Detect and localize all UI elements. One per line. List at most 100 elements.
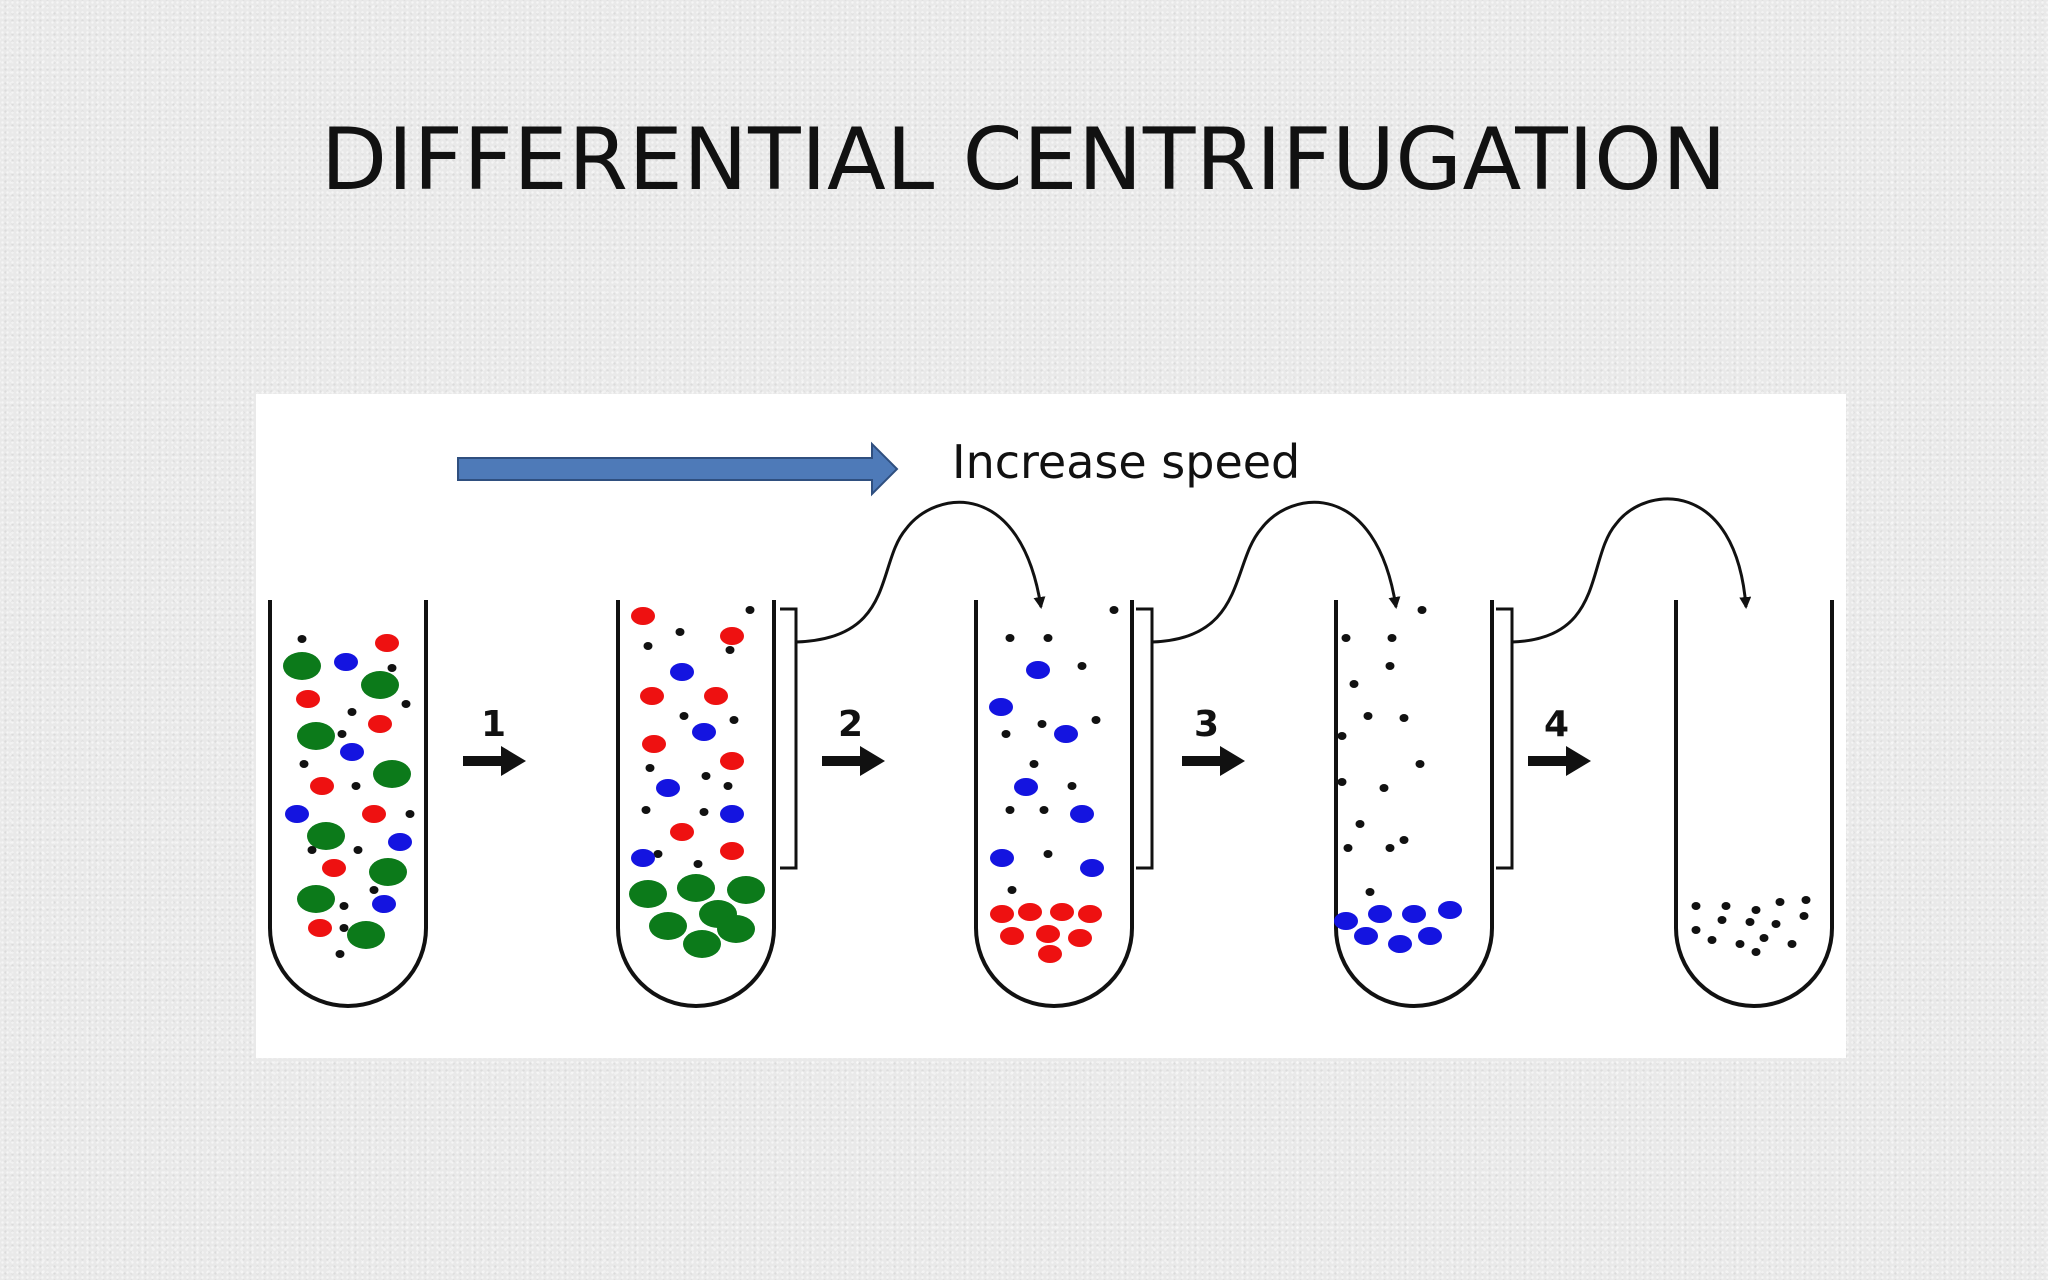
tiny-particle — [1399, 836, 1409, 844]
small-particle — [631, 849, 655, 867]
large-particle — [369, 858, 407, 886]
tiny-particle — [335, 950, 345, 958]
tiny-particle — [1005, 806, 1015, 814]
large-particle — [649, 912, 687, 940]
small-particle — [1026, 661, 1050, 679]
transfer-arrow-3-to-4 — [1151, 500, 1401, 644]
small-particle — [372, 895, 396, 913]
tiny-particle — [1043, 634, 1053, 642]
small-particle — [989, 698, 1013, 716]
centrifugation-diagram: 1 2 3 4 Increase speed — [256, 394, 1846, 1058]
tiny-particle — [1771, 920, 1781, 928]
tiny-particle — [1109, 606, 1119, 614]
medium-particle — [368, 715, 392, 733]
tiny-particle — [641, 806, 651, 814]
tiny-particle — [701, 772, 711, 780]
tiny-particle — [1365, 888, 1375, 896]
tiny-particle — [339, 902, 349, 910]
tiny-particle — [347, 708, 357, 716]
step-arrow-1 — [463, 746, 526, 776]
tiny-particle — [1799, 912, 1809, 920]
tiny-particle — [1039, 806, 1049, 814]
tiny-particle — [1043, 850, 1053, 858]
tiny-particle — [1091, 716, 1101, 724]
large-particle — [297, 885, 335, 913]
small-particle — [1080, 859, 1104, 877]
transfer-arrow-2-to-3 — [795, 500, 1046, 644]
medium-particle — [1036, 925, 1060, 943]
small-particle — [1014, 778, 1038, 796]
large-particle — [727, 876, 765, 904]
tiny-particle — [1707, 936, 1717, 944]
tiny-particle — [1721, 902, 1731, 910]
small-particle — [340, 743, 364, 761]
large-particle — [717, 915, 755, 943]
tiny-particle — [1007, 886, 1017, 894]
medium-particle — [308, 919, 332, 937]
tiny-particle — [645, 764, 655, 772]
test-tube-1 — [268, 600, 428, 1008]
tiny-particle — [1077, 662, 1087, 670]
tiny-particle — [653, 850, 663, 858]
tiny-particle — [1751, 906, 1761, 914]
tiny-particle — [307, 846, 317, 854]
step-arrow-3 — [1182, 746, 1245, 776]
medium-particle — [720, 752, 744, 770]
tiny-particle — [401, 700, 411, 708]
step-number-4: 4 — [1544, 704, 1569, 745]
step-arrow-4 — [1528, 746, 1591, 776]
medium-particle — [1038, 945, 1062, 963]
small-particle — [1388, 935, 1412, 953]
supernatant-bracket-2 — [780, 607, 798, 870]
tiny-particle — [1691, 926, 1701, 934]
small-particle — [720, 805, 744, 823]
tiny-particle — [1029, 760, 1039, 768]
tiny-particle — [1759, 934, 1769, 942]
increase-speed-arrow — [457, 441, 899, 497]
small-particle — [692, 723, 716, 741]
large-particle — [373, 760, 411, 788]
slide-title: DIFFERENTIAL CENTRIFUGATION — [320, 110, 1728, 210]
tiny-particle — [351, 782, 361, 790]
small-particle — [1354, 927, 1378, 945]
medium-particle — [990, 905, 1014, 923]
tiny-particle — [723, 782, 733, 790]
tiny-particle — [297, 635, 307, 643]
large-particle — [297, 722, 335, 750]
small-particle — [990, 849, 1014, 867]
step-number-2: 2 — [838, 704, 863, 745]
medium-particle — [704, 687, 728, 705]
tiny-particle — [699, 808, 709, 816]
medium-particle — [1068, 929, 1092, 947]
test-tube-3 — [974, 600, 1134, 1008]
medium-particle — [1050, 903, 1074, 921]
tiny-particle — [339, 924, 349, 932]
large-particle — [361, 671, 399, 699]
tiny-particle — [1037, 720, 1047, 728]
test-tube-2 — [616, 600, 776, 1008]
tiny-particle — [693, 860, 703, 868]
medium-particle — [640, 687, 664, 705]
test-tube-5 — [1674, 600, 1834, 1008]
tiny-particle — [1349, 680, 1359, 688]
medium-particle — [631, 607, 655, 625]
tiny-particle — [1001, 730, 1011, 738]
tiny-particle — [1775, 898, 1785, 906]
supernatant-bracket-3 — [1136, 607, 1154, 870]
medium-particle — [720, 842, 744, 860]
tiny-particle — [725, 646, 735, 654]
medium-particle — [720, 627, 744, 645]
step-number-3: 3 — [1194, 704, 1219, 745]
transfer-arrow-4-to-5 — [1511, 497, 1752, 644]
tiny-particle — [729, 716, 739, 724]
tiny-particle — [337, 730, 347, 738]
diagram-canvas: 1 2 3 4 — [268, 441, 1834, 1008]
tiny-particle — [369, 886, 379, 894]
large-particle — [307, 822, 345, 850]
small-particle — [1402, 905, 1426, 923]
tiny-particle — [1399, 714, 1409, 722]
small-particle — [1054, 725, 1078, 743]
tiny-particle — [1355, 820, 1365, 828]
tiny-particle — [745, 606, 755, 614]
small-particle — [285, 805, 309, 823]
